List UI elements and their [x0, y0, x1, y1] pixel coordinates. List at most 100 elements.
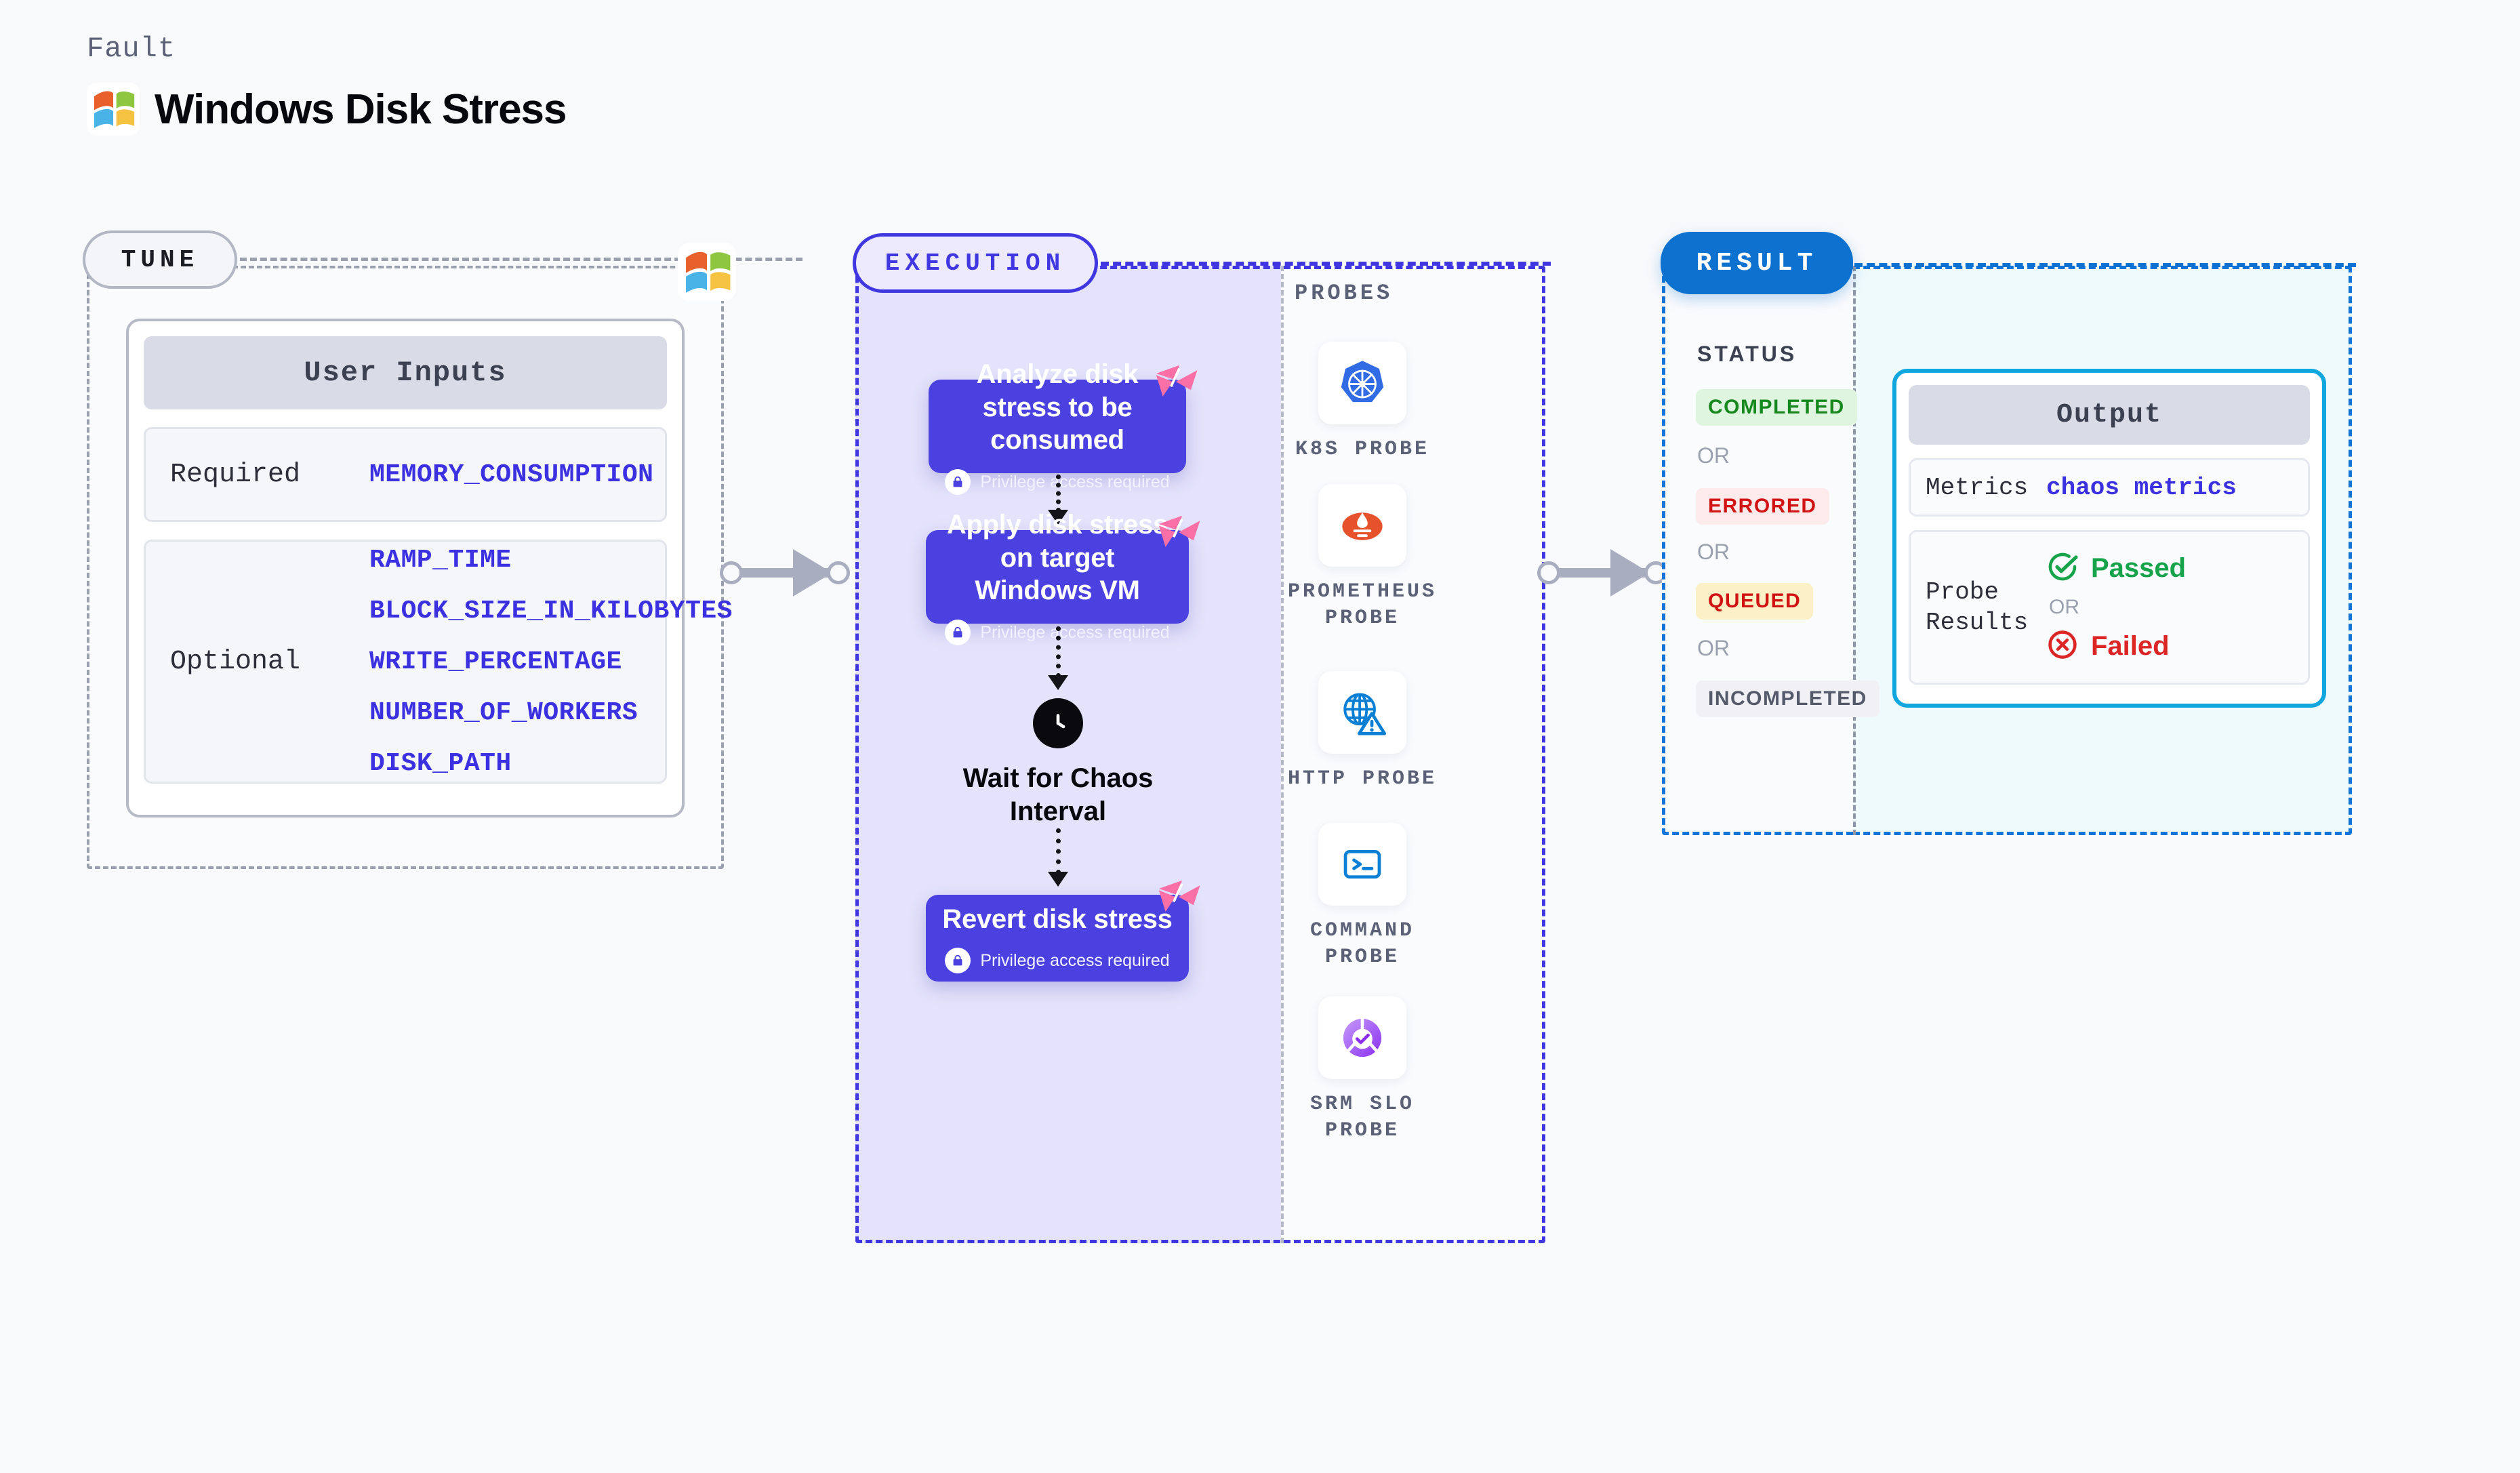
chaos-bolt-icon [1154, 512, 1204, 559]
probe-label: K8S PROBE [1295, 438, 1430, 461]
execution-step-box[interactable]: Analyze disk stress to be consumed Privi… [929, 359, 1198, 496]
chaos-bolt-icon [1154, 877, 1204, 923]
output-card: Output Metrics chaos metrics Probe Resul… [1892, 369, 2326, 708]
step-title: Apply disk stress on target Windows VM [946, 509, 1168, 606]
or-label: OR [2049, 596, 2079, 618]
connector-end-dot [827, 561, 850, 584]
required-values: MEMORY_CONSUMPTION [369, 460, 653, 489]
probe-label: SRM SLO PROBE [1309, 1093, 1415, 1142]
kubernetes-icon [1318, 342, 1406, 424]
connector-arrowhead [1610, 549, 1650, 597]
privilege-note: Privilege access required [945, 469, 1170, 496]
or-label: OR [1697, 636, 1730, 660]
probes-title: PROBES [1295, 281, 1394, 306]
execution-to-result-arrow [1537, 549, 1678, 597]
status-badge: COMPLETED [1696, 389, 1857, 426]
privilege-text: Privilege access required [980, 622, 1170, 642]
terminal-icon [1318, 823, 1406, 906]
input-param[interactable]: MEMORY_CONSUMPTION [369, 460, 654, 489]
lock-icon [945, 620, 971, 646]
status-badge: ERRORED [1696, 488, 1829, 525]
required-inputs-section: Required MEMORY_CONSUMPTION [144, 427, 667, 522]
probe-item[interactable]: COMMAND PROBE [1267, 823, 1457, 971]
input-param[interactable]: WRITE_PERCENTAGE [369, 647, 622, 677]
fault-title-row: Windows Disk Stress [87, 83, 567, 136]
privilege-text: Privilege access required [980, 472, 1170, 491]
execution-panel: EXECUTION Analyze disk stress to be cons… [853, 233, 1551, 1243]
privilege-note: Privilege access required [945, 620, 1170, 646]
status-badge: QUEUED [1696, 583, 1814, 620]
execution-probes-divider [1281, 266, 1284, 1243]
input-param[interactable]: RAMP_TIME [369, 545, 512, 575]
probe-item[interactable]: K8S PROBE [1267, 342, 1457, 463]
probe-label: PROMETHEUS PROBE [1287, 580, 1438, 630]
execution-top-dashed-line [1101, 262, 1551, 266]
x-circle-icon [2046, 628, 2079, 664]
result-panel: RESULT STATUS COMPLETED OR ERRORED OR QU… [1661, 232, 2356, 835]
optional-inputs-section: Optional RAMP_TIME BLOCK_SIZE_IN_KILOBYT… [144, 540, 733, 784]
clock-icon [1033, 698, 1083, 748]
result-pill-label: RESULT [1661, 232, 1853, 294]
prometheus-icon [1318, 484, 1406, 567]
execution-step-box[interactable]: Revert disk stress Privilege access requ… [926, 880, 1200, 982]
status-title: STATUS [1697, 342, 1797, 366]
http-globe-warning-icon [1318, 671, 1406, 754]
connector-start-dot [1537, 561, 1560, 584]
page-header: Fault Windows Disk Stress [87, 33, 567, 136]
lock-icon [945, 469, 971, 496]
flow-arrowhead [1048, 872, 1068, 887]
optional-label: Optional [170, 646, 301, 677]
flow-arrowhead [1048, 510, 1068, 525]
flow-arrow-line [1056, 626, 1061, 678]
chaos-bolt-icon [1151, 362, 1201, 408]
probe-item[interactable]: SRM SLO PROBE [1267, 996, 1457, 1144]
passed-label: Passed [2091, 553, 2187, 583]
input-param[interactable]: NUMBER_OF_WORKERS [369, 698, 638, 727]
probe-results-values: Passed OR Failed [2046, 545, 2186, 670]
tune-to-execution-arrow [720, 549, 861, 597]
tune-panel: TUNE User Inputs Required MEMORY_CONSUMP… [83, 230, 802, 869]
tune-pill-label: TUNE [83, 230, 237, 289]
flow-arrow-line [1056, 828, 1061, 874]
input-param[interactable]: BLOCK_SIZE_IN_KILOBYTES [369, 596, 733, 626]
page-title: Windows Disk Stress [155, 85, 567, 133]
probe-results-row: Probe Results Passed OR [1909, 530, 2310, 685]
fault-kicker: Fault [87, 33, 176, 65]
privilege-note: Privilege access required [945, 948, 1170, 974]
execution-pill-label: EXECUTION [853, 233, 1098, 293]
probe-failed-row: Failed [2046, 628, 2186, 664]
optional-values: RAMP_TIME BLOCK_SIZE_IN_KILOBYTES WRITE_… [369, 546, 733, 778]
probe-item[interactable]: PROMETHEUS PROBE [1267, 484, 1457, 632]
flow-arrowhead [1048, 675, 1068, 690]
step-title: Revert disk stress [942, 904, 1173, 934]
wait-label-text: Wait for Chaos Interval [962, 763, 1154, 826]
privilege-text: Privilege access required [980, 950, 1170, 970]
wait-for-chaos-label: Wait for Chaos Interval [916, 762, 1200, 828]
lock-icon [945, 948, 971, 974]
windows-logo-icon [678, 243, 736, 304]
user-inputs-title: User Inputs [144, 336, 667, 409]
check-circle-icon [2046, 550, 2079, 586]
step-title: Analyze disk stress to be consumed [976, 359, 1139, 456]
result-top-dashed-line [1854, 263, 2356, 267]
execution-panel-border [855, 266, 1545, 1243]
required-label: Required [170, 459, 301, 490]
failed-label: Failed [2091, 631, 2170, 661]
result-inner-divider [1853, 266, 1856, 835]
windows-logo-icon [87, 83, 140, 136]
status-badge: INCOMPLETED [1696, 681, 1879, 717]
probe-item[interactable]: HTTP PROBE [1267, 671, 1457, 792]
metrics-label: Metrics [1926, 473, 2029, 502]
or-label: OR [1697, 443, 1730, 468]
connector-arrowhead [793, 549, 832, 597]
execution-step-box[interactable]: Apply disk stress on target Windows VM P… [926, 510, 1200, 646]
connector-start-dot [720, 561, 743, 584]
input-param[interactable]: DISK_PATH [369, 748, 512, 778]
metrics-value[interactable]: chaos metrics [2046, 473, 2237, 502]
probe-label: HTTP PROBE [1287, 767, 1438, 790]
user-inputs-card: User Inputs Required MEMORY_CONSUMPTION … [126, 319, 733, 818]
flow-arrow-line [1056, 475, 1061, 512]
output-title: Output [1909, 385, 2310, 445]
or-label: OR [1697, 540, 1730, 564]
probes-background [1281, 266, 1545, 1243]
